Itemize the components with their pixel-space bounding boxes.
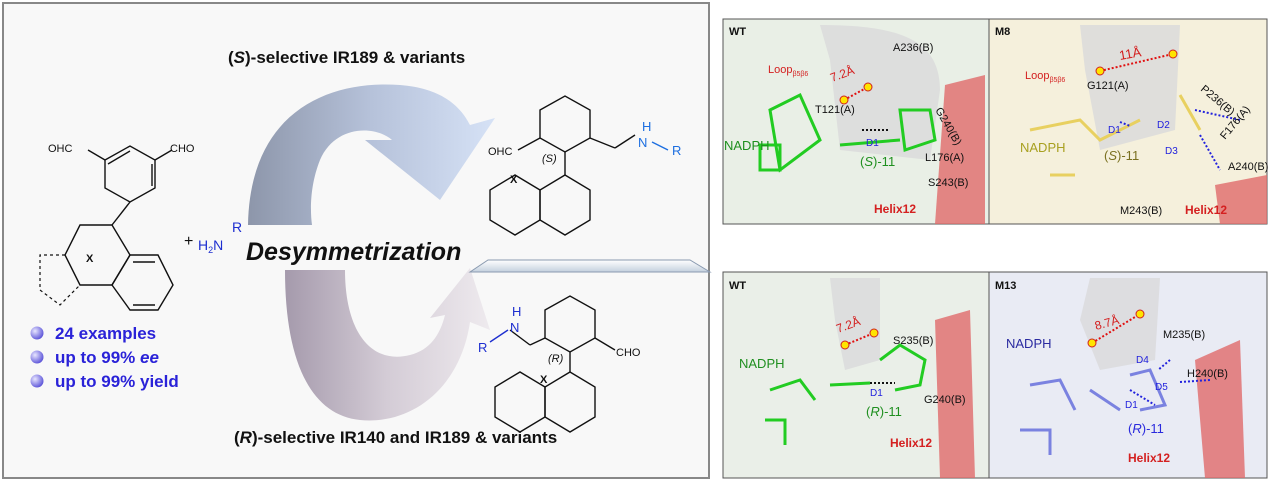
highlight-examples: 24 examples [55, 324, 156, 343]
r-selective-title: (R)-selective IR140 and IR189 & variants [234, 428, 557, 447]
svg-text:D5: D5 [1155, 382, 1168, 393]
bullet-icon [30, 350, 44, 364]
panel-tag: WT [729, 280, 746, 292]
svg-text:H: H [512, 304, 521, 319]
svg-text:G240(B): G240(B) [924, 394, 966, 406]
svg-text:S243(B): S243(B) [928, 177, 968, 189]
svg-text:(S)-11: (S)-11 [1104, 148, 1139, 163]
svg-text:D1: D1 [866, 138, 879, 149]
helix-ribbon [935, 75, 985, 224]
svg-text:Helix12: Helix12 [1185, 203, 1227, 217]
svg-text:X: X [540, 374, 548, 386]
svg-text:A236(B): A236(B) [893, 42, 933, 54]
panel-tag: WT [729, 26, 746, 38]
amine-r-group: R [232, 219, 242, 235]
svg-text:D1: D1 [870, 388, 883, 399]
svg-text:Helix12: Helix12 [1128, 451, 1170, 465]
highlight-yield: up to 99% yield [55, 372, 179, 391]
panel-tag: M8 [995, 26, 1010, 38]
highlight-ee: up to 99% ee [55, 348, 159, 367]
svg-text:D1: D1 [1108, 125, 1121, 136]
s-selective-title: (S)-selective IR189 & variants [228, 48, 465, 67]
svg-text:H: H [642, 119, 651, 134]
svg-text:NADPH: NADPH [724, 138, 770, 153]
svg-text:N: N [510, 320, 519, 335]
svg-text:(R)-11: (R)-11 [1128, 421, 1164, 436]
svg-text:S235(B): S235(B) [893, 335, 933, 347]
svg-text:L176(A): L176(A) [925, 152, 964, 164]
desymmetrization-label: Desymmetrization [246, 238, 461, 266]
panel-tag: M13 [995, 280, 1016, 292]
svg-text:OHC: OHC [488, 146, 513, 158]
svg-text:Helix12: Helix12 [890, 436, 932, 450]
bullet-icon [30, 326, 44, 340]
r-product-structure: CHO H N R (R) X [478, 295, 641, 433]
svg-text:(R): (R) [548, 353, 564, 365]
svg-text:OHC: OHC [48, 143, 73, 155]
bottom-arc-arrow [285, 268, 490, 421]
svg-text:NADPH: NADPH [1020, 140, 1066, 155]
svg-text:X: X [86, 253, 94, 265]
svg-text:Helix12: Helix12 [874, 202, 916, 216]
top-arc-arrow [248, 84, 495, 225]
highlights-list: 24 examples up to 99% ee up to 99% yield [30, 324, 179, 391]
svg-text:T121(A): T121(A) [815, 104, 855, 116]
svg-text:X: X [510, 174, 518, 186]
svg-text:D3: D3 [1165, 146, 1178, 157]
svg-text:D2: D2 [1157, 120, 1170, 131]
svg-text:8.7Å: 8.7Å [1093, 312, 1121, 333]
svg-text:R: R [478, 340, 487, 355]
svg-text:A240(B): A240(B) [1228, 161, 1268, 173]
svg-text:G121(A): G121(A) [1087, 80, 1129, 92]
svg-text:11Å: 11Å [1118, 44, 1143, 63]
structure-panel-m8: M8 Loopβ5β6 11Å G121(A) P236(B) F176(A) … [988, 18, 1268, 225]
svg-text:NADPH: NADPH [739, 356, 785, 371]
svg-text:(S)-11: (S)-11 [860, 154, 895, 169]
svg-text:CHO: CHO [170, 143, 195, 155]
amine-reagent: H2N [198, 237, 223, 255]
svg-text:N: N [638, 135, 647, 150]
plus-sign: + [184, 233, 193, 250]
svg-text:(S): (S) [542, 153, 557, 165]
structure-panel-wt-r: WT 7.2Å S235(B) G240(B) D1 NADPH (R)-11 … [722, 271, 990, 479]
svg-text:CHO: CHO [616, 347, 641, 359]
svg-text:Loopβ5β6: Loopβ5β6 [768, 64, 808, 78]
svg-text:R: R [672, 143, 681, 158]
bullet-icon [30, 374, 44, 388]
svg-text:M243(B): M243(B) [1120, 205, 1162, 217]
svg-text:M235(B): M235(B) [1163, 329, 1205, 341]
catalyst-plate [468, 259, 712, 273]
svg-text:D1: D1 [1125, 400, 1138, 411]
substrate-dialdehyde: OHC CHO X [39, 143, 195, 311]
svg-text:H240(B): H240(B) [1187, 368, 1228, 380]
svg-text:NADPH: NADPH [1006, 336, 1052, 351]
reaction-scheme-panel: (S)-selective IR189 & variants (R)-selec… [2, 2, 712, 479]
svg-text:(R)-11: (R)-11 [866, 404, 902, 419]
svg-text:Loopβ5β6: Loopβ5β6 [1025, 70, 1065, 84]
s-product-structure: H N R OHC (S) X [488, 95, 681, 236]
structure-panel-wt-s: WT Loopβ5β6 7.2Å A236(B) T121(A) G240(B)… [722, 18, 990, 225]
svg-text:D4: D4 [1136, 355, 1149, 366]
structure-panel-m13: M13 8.7Å M235(B) H240(B) D1 D4 D5 NADPH … [988, 271, 1268, 479]
